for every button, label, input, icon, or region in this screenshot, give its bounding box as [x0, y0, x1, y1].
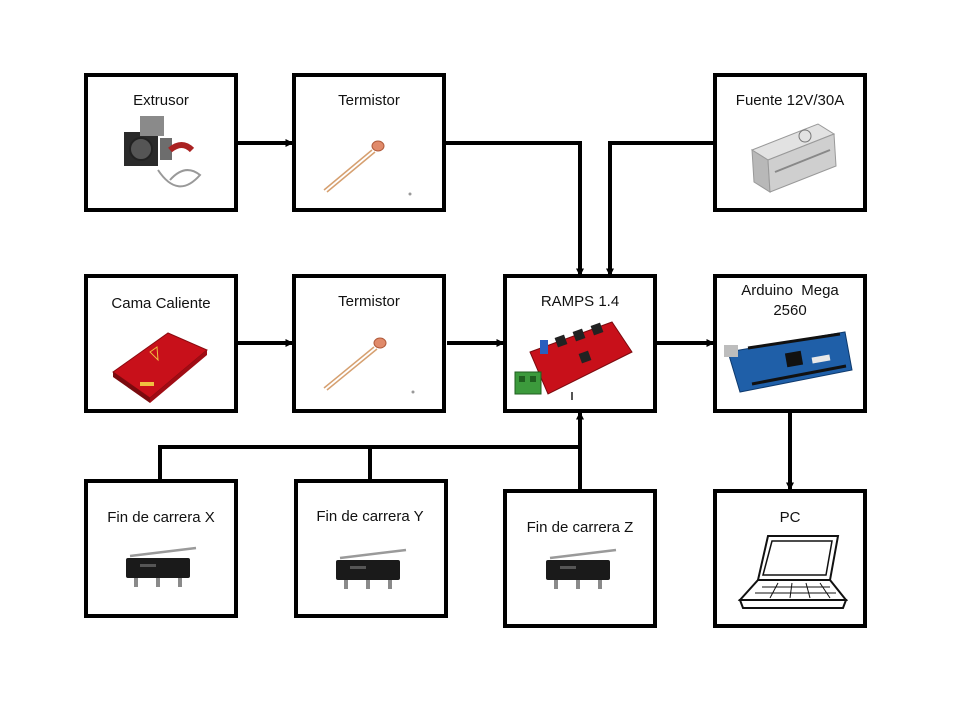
label-arduino-line1: Arduino Mega	[741, 282, 839, 299]
power-supply-icon	[750, 123, 837, 193]
label-pc: PC	[780, 509, 801, 526]
arrow-termistor1-ramps	[445, 141, 584, 277]
heated-bed-icon	[112, 332, 208, 403]
box-arduino: Arduino Mega 2560	[713, 274, 867, 413]
label-fuente: Fuente 12V/30A	[736, 92, 844, 109]
label-cama-caliente: Cama Caliente	[111, 295, 210, 312]
label-ramps: RAMPS 1.4	[541, 293, 619, 310]
label-termistor-1: Termistor	[338, 92, 400, 109]
extruder-icon	[124, 116, 202, 188]
endstop-bus-line	[158, 445, 580, 479]
label-fin-carrera-x: Fin de carrera X	[107, 509, 215, 526]
box-ramps: RAMPS 1.4	[503, 274, 657, 413]
box-fin-carrera-z: Fin de carrera Z	[503, 489, 657, 628]
connectors	[158, 139, 794, 491]
ramps-board-icon	[514, 321, 633, 400]
thermistor-icon	[323, 140, 412, 196]
laptop-icon	[737, 535, 849, 609]
label-arduino-line2: 2560	[773, 302, 806, 319]
label-fin-carrera-y: Fin de carrera Y	[316, 508, 423, 525]
box-extrusor: Extrusor	[84, 73, 238, 212]
arduino-board-icon	[724, 331, 853, 393]
arrow-fuente-ramps	[606, 141, 714, 277]
box-fin-carrera-x: Fin de carrera X	[84, 479, 238, 618]
box-fin-carrera-y: Fin de carrera Y	[294, 479, 448, 618]
thermistor-icon	[323, 337, 415, 394]
label-fin-carrera-z: Fin de carrera Z	[527, 519, 634, 536]
box-cama-caliente: Cama Caliente	[84, 274, 238, 413]
box-termistor-2: Termistor	[292, 274, 446, 413]
label-extrusor: Extrusor	[133, 92, 189, 109]
label-termistor-2: Termistor	[338, 293, 400, 310]
box-termistor-1: Termistor	[292, 73, 446, 212]
box-fuente: Fuente 12V/30A	[713, 73, 867, 212]
box-pc: PC	[713, 489, 867, 628]
